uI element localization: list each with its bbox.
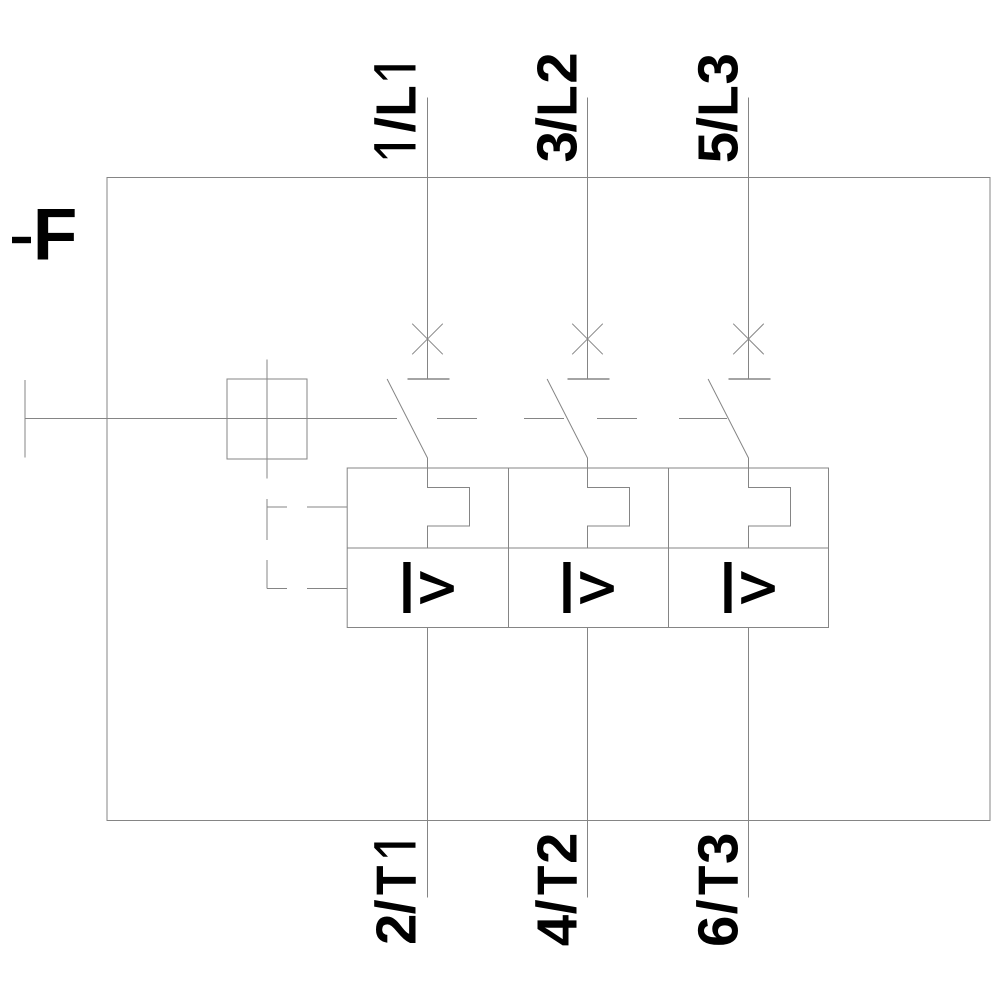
svg-text:2: 2 [526,833,589,864]
svg-text:T: T [366,866,428,895]
svg-text:T: T [527,866,589,895]
svg-text:L: L [526,85,589,116]
svg-text:3: 3 [526,131,589,162]
svg-text:L: L [687,85,750,116]
svg-text:2: 2 [365,914,428,945]
svg-text:T: T [688,866,750,895]
svg-text:6: 6 [686,916,749,947]
svg-text:L: L [365,85,428,116]
svg-text:4: 4 [526,914,589,946]
svg-text:5: 5 [686,132,749,163]
svg-text:F: F [33,194,78,275]
svg-text:3: 3 [686,833,749,864]
svg-text:3: 3 [686,53,749,84]
svg-text:2: 2 [526,52,589,83]
